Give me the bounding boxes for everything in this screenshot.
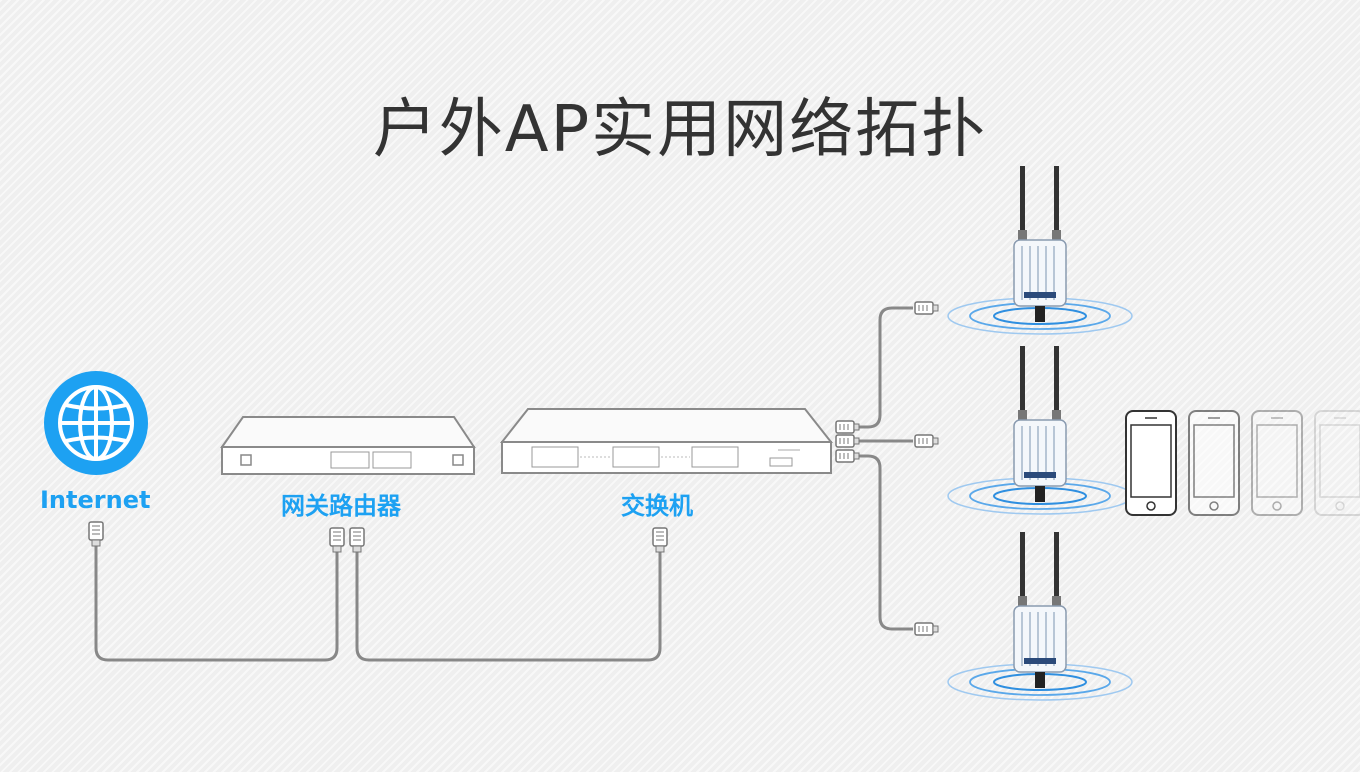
internet-label: Internet <box>40 486 151 514</box>
switch-icon <box>499 408 834 474</box>
globe-icon <box>44 371 148 475</box>
router-icon <box>220 416 476 475</box>
smartphone-icon <box>1188 410 1240 516</box>
outdoor-ap-icon <box>947 345 1133 515</box>
cable-switch-ap1 <box>858 306 913 429</box>
cable-internet-router <box>94 544 339 662</box>
smartphone-icon <box>1251 410 1303 516</box>
cable-switch-ap3 <box>858 454 913 631</box>
switch-label: 交换机 <box>621 492 693 520</box>
smartphone-icon <box>1125 410 1177 516</box>
outdoor-ap-icon <box>947 165 1133 335</box>
cable-router-switch <box>355 550 662 662</box>
ethernet-cables <box>94 306 913 662</box>
outdoor-ap-icon <box>947 531 1133 701</box>
page-title: 户外AP实用网络拓扑 <box>372 93 988 167</box>
smartphone-icon <box>1314 410 1360 516</box>
router-label: 网关路由器 <box>281 492 401 520</box>
